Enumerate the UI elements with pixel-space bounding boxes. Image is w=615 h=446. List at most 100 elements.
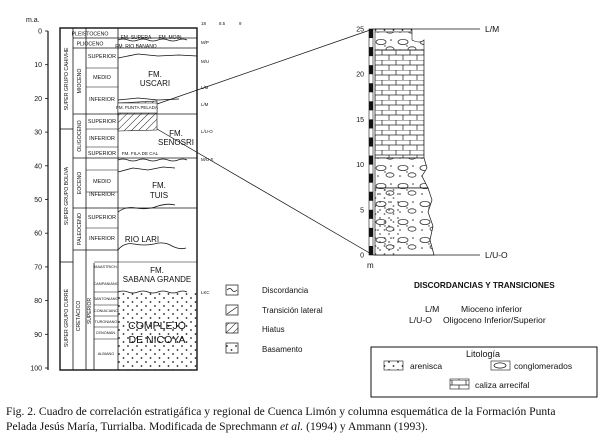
formation-label: SABANA GRANDE <box>123 275 191 284</box>
stage-label: TURONIANO <box>95 320 118 324</box>
figure-caption: Fig. 2. Cuadro de correlación estratigáf… <box>6 404 610 434</box>
marker-label: 9 <box>239 21 242 26</box>
depth-tick-label: 50 <box>34 197 42 204</box>
stage-label: CAMPANIANO <box>93 282 118 286</box>
depth-tick-label: 80 <box>34 298 42 305</box>
marker-label: M/U <box>201 59 209 64</box>
connector-line <box>156 28 374 105</box>
depth-unit: m.a. <box>26 17 40 24</box>
supergroup-2: SUPER GRUPO BOLIVA <box>64 166 70 225</box>
legend-label: Transición lateral <box>262 306 323 315</box>
era-label: PLEISTOCENO <box>72 32 109 38</box>
litologia-label: caliza arrecifal <box>475 380 529 390</box>
formation-label: FM. <box>150 266 164 275</box>
depth-tick-label: 0 <box>38 29 42 36</box>
formation-label: COMPLEJO <box>128 320 186 332</box>
column-tick-label: 0 <box>360 253 364 260</box>
conglomerate-layer <box>374 31 425 51</box>
marker-label: M/U-E <box>201 157 214 162</box>
stage-label: SUPERIOR <box>88 54 116 60</box>
scale-segment <box>369 65 373 75</box>
litologia-label: conglomerados <box>514 361 572 371</box>
limestone-layer <box>374 49 425 159</box>
caliza-symbol <box>449 378 470 390</box>
stage-label: MAASTRICH. <box>94 265 117 269</box>
stage-label: MEDIO <box>93 75 111 81</box>
column-bottom-label: L/U-O <box>485 250 508 260</box>
cretaceous-subdivision: SUPERIOR <box>87 298 93 325</box>
stage-label: SUPERIOR <box>88 215 116 221</box>
stage-label: INFERIOR <box>89 236 115 242</box>
formation-label: SENOSRI <box>158 138 194 147</box>
stage-label: CENOMAN. <box>96 331 116 335</box>
discordancia-code: L/U-O <box>409 315 432 325</box>
connector-line <box>156 128 374 256</box>
marker-label: L/M <box>201 102 209 107</box>
era-label: OLIGOCENO <box>77 120 83 151</box>
depth-tick-label: 30 <box>34 130 42 137</box>
formation-label: FM. MOIN <box>158 35 181 41</box>
scale-segment <box>369 245 373 255</box>
column-tick-label: 5 <box>360 207 364 214</box>
stage-label: SUPERIOR <box>88 119 116 125</box>
column-top-label: L/M <box>485 24 499 34</box>
depth-tick-label: 20 <box>34 96 42 103</box>
litologia-label: arenisca <box>410 361 442 371</box>
stage-label: SANTONIANO <box>93 297 118 301</box>
scale-segment <box>369 209 373 219</box>
supergroup-3: SUPER GRUPO CURRÉ <box>63 288 70 347</box>
formation-label: FM. <box>169 129 183 138</box>
caption-line-2: Pelada Jesús María, Turrialba. Modificad… <box>6 420 428 433</box>
stage-label: INFERIOR <box>89 97 115 103</box>
legend-label: Basamento <box>262 345 303 354</box>
depth-tick-label: 10 <box>34 62 42 69</box>
litologia-box: Litología arenisca conglomerados caliza … <box>370 346 598 398</box>
scale-segment <box>369 29 373 39</box>
formation-label: FM. RIO BANANO <box>115 44 157 50</box>
supergroup-1: SUPER GRUPO CAHIVHE <box>64 47 70 110</box>
formation-label: FM. FILA DE CAL <box>122 151 159 156</box>
conglomerado-symbol <box>493 362 507 369</box>
stage-label: SUPERIOR <box>88 151 116 157</box>
stage-label: ALBIANO <box>98 352 115 356</box>
conglomerate-layer <box>374 157 429 189</box>
formation-label: FM. SUPERA <box>121 35 152 41</box>
discordancia-desc: Oligoceno Inferior/Superior <box>443 315 546 325</box>
discordance-symbol <box>226 288 238 292</box>
scale-segment <box>369 191 373 201</box>
stage-label: INFERIOR <box>89 192 115 198</box>
transition-symbol <box>226 306 238 315</box>
scale-segment <box>369 101 373 111</box>
column-unit: m <box>367 261 374 270</box>
stage-label: CONIACIANO <box>94 309 118 313</box>
discordancias-title: DISCORDANCIAS Y TRANSICIONES <box>414 281 555 290</box>
era-label: MIOCENO <box>77 69 83 94</box>
litologia-title: Litología <box>466 349 500 359</box>
sandstone-layer <box>375 188 400 255</box>
marker-label: LKC <box>201 290 210 295</box>
discordancia-desc: Mioceno inferior <box>461 304 522 314</box>
column-tick-label: 20 <box>356 72 364 79</box>
era-label: PALEOCENO <box>77 213 83 245</box>
scale-segment <box>369 155 373 165</box>
legend: Discordancia Transición lateral Hiatus B… <box>225 284 323 354</box>
marker-label: 8.5 <box>219 21 226 26</box>
depth-tick-label: 40 <box>34 163 42 170</box>
scale-segment <box>369 227 373 237</box>
depth-tick-label: 100 <box>30 366 42 373</box>
marker-label: 18 <box>201 21 206 26</box>
arenisca-symbol <box>383 360 404 371</box>
column-tick-label: 10 <box>356 162 364 169</box>
depth-tick-label: 60 <box>34 231 42 238</box>
scale-segment <box>369 47 373 57</box>
hiatus-symbol <box>225 322 239 334</box>
column-tick-label: 25 <box>356 27 364 34</box>
formation-label: DE NICOYA <box>129 334 186 346</box>
caption-line-1: Fig. 2. Cuadro de correlación estratigáf… <box>6 405 556 418</box>
scale-segment <box>369 83 373 93</box>
formation-label: FM. <box>152 181 166 190</box>
